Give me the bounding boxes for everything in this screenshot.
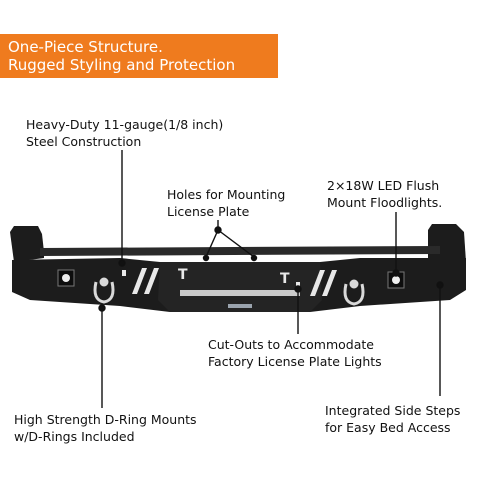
svg-text:T: T [178, 267, 188, 283]
callout-steel-line1: Heavy-Duty 11-gauge(1/8 inch) [26, 117, 224, 132]
banner-line-2: Rugged Styling and Protection [8, 56, 236, 74]
callout-steps-line2: for Easy Bed Access [325, 420, 451, 435]
feature-banner: One-Piece Structure. Rugged Styling and … [0, 34, 278, 78]
callout-steps-line1: Integrated Side Steps [325, 403, 461, 418]
callout-lines [98, 150, 444, 408]
callout-led-line2: Mount Floodlights. [327, 195, 443, 210]
callout-cutouts-line2: Factory License Plate Lights [208, 354, 382, 369]
led-floodlight-right [387, 271, 405, 289]
led-floodlight-left [57, 269, 75, 287]
callout-steps: Integrated Side Steps for Easy Bed Acces… [325, 402, 460, 436]
callout-cutouts: Cut-Outs to Accommodate Factory License … [208, 336, 382, 370]
d-ring-left [93, 277, 115, 304]
callout-drings-line1: High Strength D-Ring Mounts [14, 412, 197, 427]
callout-cutouts-line1: Cut-Outs to Accommodate [208, 337, 374, 352]
callout-steel-line2: Steel Construction [26, 134, 142, 149]
banner-line-1: One-Piece Structure. [8, 38, 163, 56]
rear-bumper-image: T T [10, 224, 466, 312]
callout-drings: High Strength D-Ring Mounts w/D-Rings In… [14, 411, 197, 445]
callout-drings-line2: w/D-Rings Included [14, 429, 135, 444]
callout-holes-line2: License Plate [167, 204, 250, 219]
svg-text:T: T [280, 271, 290, 287]
d-ring-right [343, 279, 365, 306]
callout-holes: Holes for Mounting License Plate [167, 186, 285, 220]
callout-steel: Heavy-Duty 11-gauge(1/8 inch) Steel Cons… [26, 116, 223, 150]
callout-led: 2×18W LED Flush Mount Floodlights. [327, 177, 442, 211]
callout-led-line1: 2×18W LED Flush [327, 178, 440, 193]
callout-holes-line1: Holes for Mounting [167, 187, 286, 202]
